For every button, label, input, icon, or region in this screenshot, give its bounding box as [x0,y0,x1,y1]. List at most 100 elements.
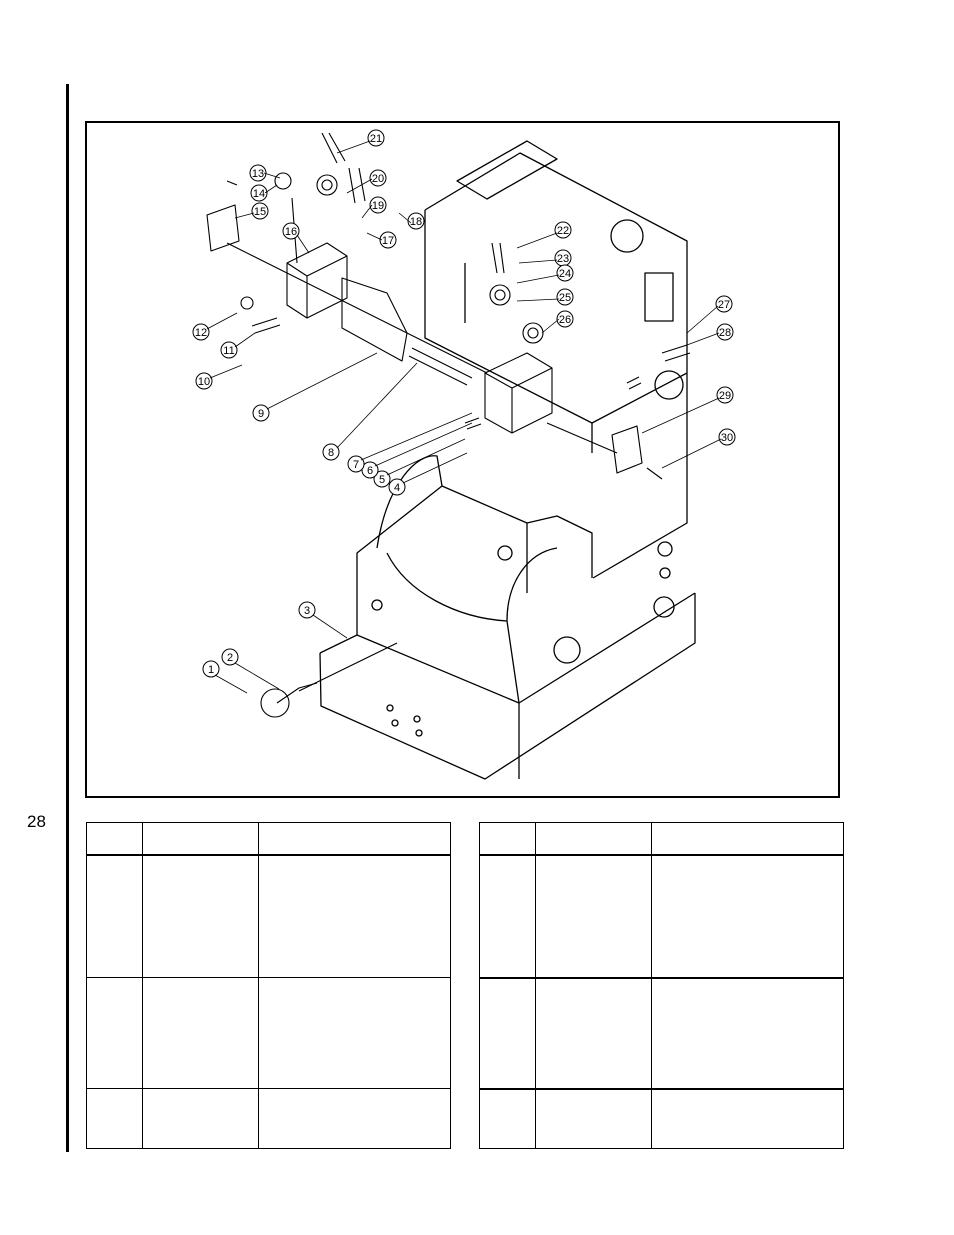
svg-text:4: 4 [394,482,400,494]
callout-14: 14 [250,184,268,202]
callout-18: 18 [407,212,425,230]
callout-5: 5 [373,470,391,488]
callout-29: 29 [716,386,734,404]
callout-25: 25 [556,288,574,306]
callout-20: 20 [369,169,387,187]
table-cell [651,977,844,1090]
header-cell [86,822,143,856]
callout-2: 2 [221,648,239,666]
callout-16: 16 [282,222,300,240]
table-cell [258,1088,451,1149]
callout-17: 17 [379,231,397,249]
svg-text:3: 3 [304,605,310,617]
svg-text:24: 24 [559,268,571,280]
svg-text:28: 28 [719,327,731,339]
callout-23: 23 [554,249,572,267]
svg-text:30: 30 [721,432,733,444]
svg-text:13: 13 [252,168,264,180]
svg-text:21: 21 [370,133,382,145]
guide-components [206,132,691,718]
svg-text:15: 15 [254,206,266,218]
table-cell [142,854,259,978]
svg-text:11: 11 [223,345,234,357]
parts-table-right [479,822,844,1149]
callout-28: 28 [716,323,734,341]
svg-text:26: 26 [559,314,571,326]
callout-10: 10 [195,372,213,390]
table-cell [535,977,652,1090]
housing-block [319,140,696,780]
table-row [479,854,844,979]
callout-11: 11 [220,341,238,359]
table-cell [535,1088,652,1149]
svg-text:14: 14 [253,188,265,200]
svg-text:9: 9 [258,408,264,420]
exploded-assembly-drawing: 1 2 3 4 5 6 7 8 9 10 11 12 13 14 15 16 1… [192,129,736,780]
table-cell [651,1088,844,1149]
table-row [86,1088,451,1149]
svg-text:29: 29 [719,390,731,402]
table-row [479,977,844,1090]
table-cell [142,1088,259,1149]
svg-text:22: 22 [557,225,569,237]
callout-12: 12 [192,323,210,341]
callout-leader-lines [206,140,722,694]
callout-30: 30 [718,428,736,446]
table-row [86,977,451,1089]
table-cell [258,854,451,978]
svg-text:1: 1 [208,664,214,676]
table-row [479,1088,844,1149]
callout-3: 3 [298,601,316,619]
exploded-view-figure: 1 2 3 4 5 6 7 8 9 10 11 12 13 14 15 16 1… [85,121,840,798]
svg-text:27: 27 [718,299,730,311]
table-cell [142,977,259,1089]
parts-table-left [86,822,451,1149]
table-cell [86,977,143,1089]
callout-7: 7 [347,455,365,473]
margin-rule [66,84,69,1152]
header-cell [258,822,451,856]
page-number: 28 [27,812,46,831]
svg-text:10: 10 [198,376,210,388]
table-cell [479,1088,536,1149]
callout-27: 27 [715,295,733,313]
callout-1: 1 [202,660,220,678]
header-cell [142,822,259,856]
callout-6: 6 [361,461,379,479]
table-cell [535,854,652,979]
table-cell [258,977,451,1089]
svg-text:8: 8 [328,447,334,459]
table-cell [86,854,143,978]
svg-text:16: 16 [285,226,297,238]
callout-15: 15 [251,202,269,220]
svg-text:12: 12 [195,327,207,339]
svg-text:19: 19 [372,200,384,212]
svg-text:20: 20 [372,173,384,185]
header-cell [651,822,844,856]
svg-text:18: 18 [410,216,422,228]
callout-22: 22 [554,221,572,239]
callout-19: 19 [369,196,387,214]
callout-labels: 1 2 3 4 5 6 7 8 9 10 11 12 13 14 15 16 1… [192,129,736,678]
header-cell [479,822,536,856]
callout-8: 8 [322,443,340,461]
table-cell [479,854,536,979]
header-cell [535,822,652,856]
table-header-row [479,822,844,856]
svg-text:23: 23 [557,253,569,265]
callout-26: 26 [556,310,574,328]
callout-21: 21 [367,129,385,147]
svg-text:7: 7 [353,459,359,471]
callout-24: 24 [556,264,574,282]
callout-4: 4 [388,478,406,496]
svg-text:17: 17 [382,235,394,247]
svg-text:2: 2 [227,652,233,664]
table-header-row [86,822,451,856]
svg-text:5: 5 [379,474,385,486]
svg-text:6: 6 [367,465,373,477]
callout-9: 9 [252,404,270,422]
callout-13: 13 [249,164,267,182]
table-cell [86,1088,143,1149]
table-row [86,854,451,978]
table-cell [651,854,844,979]
